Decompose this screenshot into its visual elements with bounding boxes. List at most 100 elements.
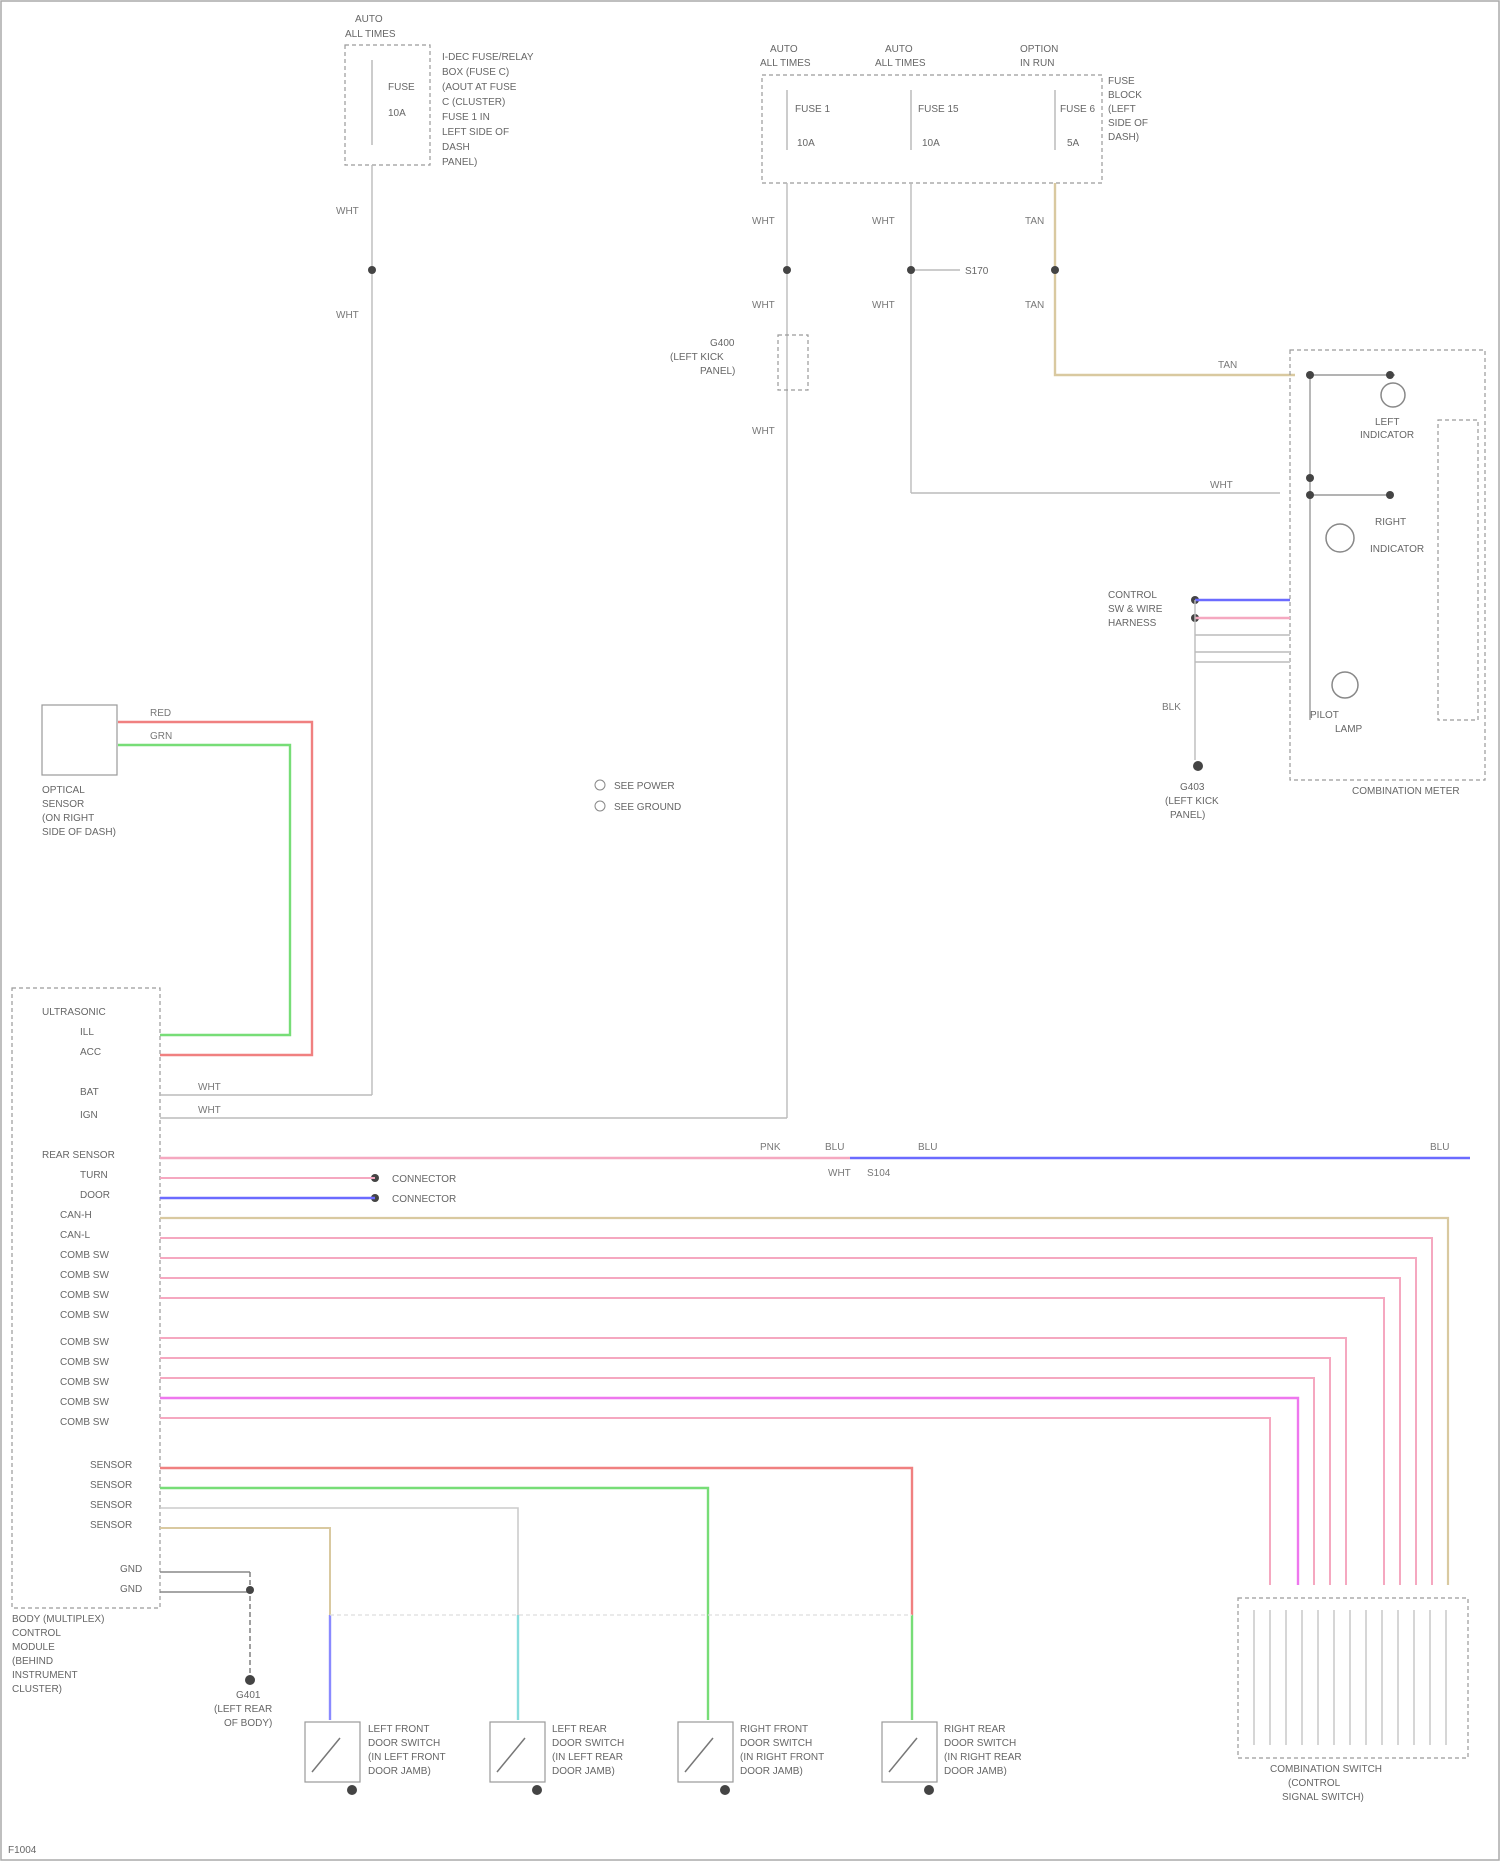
svg-text:WHT: WHT [198, 1082, 221, 1093]
ground-mid-label-3: PANEL) [700, 366, 735, 377]
svg-text:BLK: BLK [1162, 702, 1181, 713]
ecu-pin-a-8: DOOR [80, 1190, 110, 1201]
ecu-pin-b-4: COMB SW [60, 1397, 109, 1408]
combo-switch-label-3: SIGNAL SWITCH) [1282, 1792, 1364, 1803]
ecu-label-6: CLUSTER) [12, 1684, 62, 1695]
ecu-pin-b-2: COMB SW [60, 1357, 109, 1368]
legend-item-2: SEE GROUND [614, 802, 681, 813]
conn-label-2: SW & WIRE [1108, 604, 1163, 615]
fuse-3-label: FUSE 6 [1060, 104, 1095, 115]
svg-text:TAN: TAN [1025, 300, 1044, 311]
fuse-group-desc-4: SIDE OF [1108, 118, 1148, 129]
switch-lf-4: DOOR JAMB) [368, 1766, 431, 1777]
switch-rr-3: (IN RIGHT REAR [944, 1752, 1022, 1763]
fuse-top-desc-2: BOX (FUSE C) [442, 67, 509, 78]
combo-switch-label-2: (CONTROL [1288, 1778, 1341, 1789]
ecu-pin-a-11: COMB SW [60, 1250, 109, 1261]
switch-rf-1: RIGHT FRONT [740, 1724, 808, 1735]
ecu-pin-a-1: ULTRASONIC [42, 1007, 106, 1018]
left-indicator-lamp-icon [1381, 383, 1405, 407]
fuse-group-desc-5: DASH) [1108, 132, 1139, 143]
fuse-1-amps: 10A [797, 138, 815, 149]
fuse-top-desc-5: FUSE 1 IN [442, 112, 490, 123]
footer-code: F1004 [8, 1845, 37, 1856]
lamp-pilot-1: PILOT [1310, 710, 1339, 721]
ecu-conn-text-2: CONNECTOR [392, 1194, 456, 1205]
ecu-conn-text-1: CONNECTOR [392, 1174, 456, 1185]
optical-sensor-label-1: OPTICAL [42, 785, 85, 796]
switch-lf-2: DOOR SWITCH [368, 1738, 440, 1749]
switch-lr-3: (IN LEFT REAR [552, 1752, 623, 1763]
svg-text:WHT: WHT [336, 310, 359, 321]
switch-rr-1: RIGHT REAR [944, 1724, 1006, 1735]
ecu-pin-a-10: CAN-L [60, 1230, 90, 1241]
ecu-label-2: CONTROL [12, 1628, 61, 1639]
fuse-top-amps: 10A [388, 108, 406, 119]
switch-rr-4: DOOR JAMB) [944, 1766, 1007, 1777]
optical-sensor-label-4: SIDE OF DASH) [42, 827, 116, 838]
ecu-pin-a-14: COMB SW [60, 1310, 109, 1321]
ecu-pin-b-1: COMB SW [60, 1337, 109, 1348]
ecu-pin-a-7: TURN [80, 1170, 108, 1181]
svg-text:RED: RED [150, 708, 171, 719]
ecu-pin-a-2: ILL [80, 1027, 94, 1038]
ecu-pin-c-4: SENSOR [90, 1520, 132, 1531]
fuse-1-label: FUSE 1 [795, 104, 830, 115]
fuse-head-1a: AUTO [770, 44, 798, 55]
lamp-left-1: LEFT [1375, 417, 1399, 428]
fuse-head-3a: OPTION [1020, 44, 1058, 55]
switch-rr-2: DOOR SWITCH [944, 1738, 1016, 1749]
ground-right-2: (LEFT KICK [1165, 796, 1219, 807]
switch-rf-2: DOOR SWITCH [740, 1738, 812, 1749]
ecu-pin-a-4: BAT [80, 1087, 99, 1098]
svg-text:WHT: WHT [872, 216, 895, 227]
optical-sensor-label-3: (ON RIGHT [42, 813, 94, 824]
lamp-left-2: INDICATOR [1360, 430, 1414, 441]
ground-right-1: G403 [1180, 782, 1205, 793]
ecu-label-3: MODULE [12, 1642, 55, 1653]
ecu-pin-b-5: COMB SW [60, 1417, 109, 1428]
switch-lr-2: DOOR SWITCH [552, 1738, 624, 1749]
lamp-pilot-2: LAMP [1335, 724, 1363, 735]
ecu-pin-a-12: COMB SW [60, 1270, 109, 1281]
ecu-label-5: INSTRUMENT [12, 1670, 78, 1681]
ecu-pin-a-5: IGN [80, 1110, 98, 1121]
conn-label-3: HARNESS [1108, 618, 1157, 629]
bottom-ground-1: G401 [236, 1690, 261, 1701]
svg-text:WHT: WHT [1210, 480, 1233, 491]
svg-text:WHT: WHT [752, 426, 775, 437]
ecu-pin-c-3: SENSOR [90, 1500, 132, 1511]
ecu-pin-b-3: COMB SW [60, 1377, 109, 1388]
svg-text:BLU: BLU [1430, 1142, 1449, 1153]
lamp-right-1: RIGHT [1375, 517, 1406, 528]
combination-meter-label: COMBINATION METER [1352, 786, 1460, 797]
fuse-head-2a: AUTO [885, 44, 913, 55]
fuse-3-amps: 5A [1067, 138, 1080, 149]
svg-text:WHT: WHT [872, 300, 895, 311]
fuse-top-desc-8: PANEL) [442, 157, 477, 168]
switch-lf-3: (IN LEFT FRONT [368, 1752, 446, 1763]
fuse-top-desc-3: (AOUT AT FUSE [442, 82, 517, 93]
fuse-top-desc-4: C (CLUSTER) [442, 97, 505, 108]
ecu-pin-c-2: SENSOR [90, 1480, 132, 1491]
svg-text:WHT: WHT [336, 206, 359, 217]
ground-g401-icon [245, 1675, 255, 1685]
combo-switch-label-1: COMBINATION SWITCH [1270, 1764, 1382, 1775]
ecu-pin-c-5: GND [120, 1564, 142, 1575]
fuse-group-desc-1: FUSE [1108, 76, 1135, 87]
fuse-top-desc-6: LEFT SIDE OF [442, 127, 509, 138]
ecu-pin-a-3: ACC [80, 1047, 101, 1058]
svg-text:BLU: BLU [918, 1142, 937, 1153]
svg-text:BLU: BLU [825, 1142, 844, 1153]
svg-text:TAN: TAN [1025, 216, 1044, 227]
fuse-block-top-title-1: AUTO [355, 14, 383, 25]
ecu-pin-a-6: REAR SENSOR [42, 1150, 115, 1161]
fuse-top-desc-1: I-DEC FUSE/RELAY [442, 52, 534, 63]
ground-mid-label-1: G400 [710, 338, 735, 349]
svg-text:GRN: GRN [150, 731, 172, 742]
ground-g403-icon [1193, 761, 1203, 771]
switch-lr-4: DOOR JAMB) [552, 1766, 615, 1777]
switch-lf-1: LEFT FRONT [368, 1724, 429, 1735]
svg-text:WHT: WHT [752, 216, 775, 227]
